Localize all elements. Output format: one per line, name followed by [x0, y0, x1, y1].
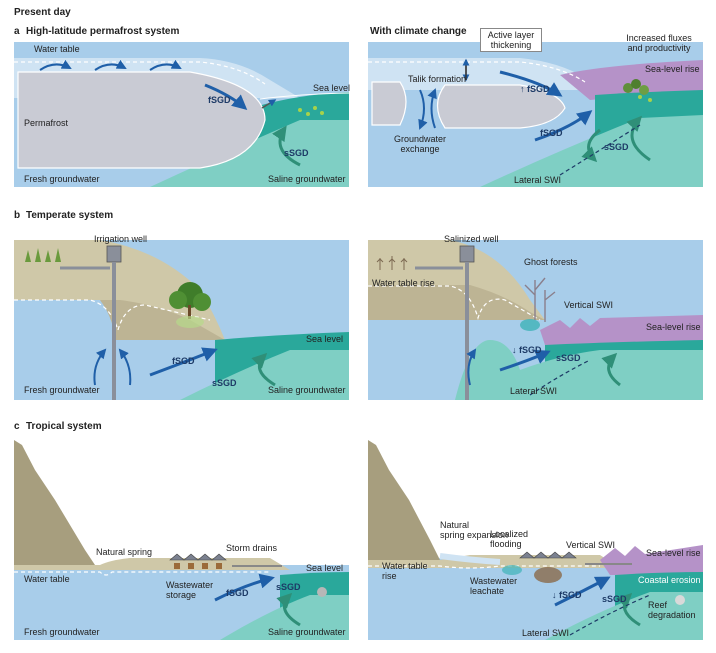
c-left-fsgd: fSGD: [226, 588, 249, 598]
c-right-sea-level-rise: Sea-level rise: [646, 548, 701, 558]
c-left-ssgd: sSGD: [276, 582, 301, 592]
section-a-title: High-latitude permafrost system: [26, 26, 180, 37]
panel-a-left: [14, 42, 350, 187]
a-right-gw-exchange-2: exchange: [400, 144, 440, 154]
c-right-localized-2: flooding: [490, 539, 522, 549]
section-a-label: a: [14, 26, 20, 37]
c-right-localized-flooding: Localized flooding: [490, 529, 528, 549]
c-right-reef-degradation: Reef degradation: [648, 600, 696, 620]
section-b-title: Temperate system: [26, 210, 114, 221]
a-left-water-table: Water table: [34, 44, 80, 54]
c-right-vertical-swi: Vertical SWI: [566, 540, 616, 550]
a-right-sea-level-rise: Sea-level rise: [645, 64, 700, 74]
a-right-ssgd: sSGD: [604, 142, 629, 152]
b-right-water-table-rise: Water table rise: [372, 278, 435, 288]
c-left-storm-drains: Storm drains: [226, 543, 278, 553]
page-title: Present day: [14, 7, 71, 18]
a-right-gw-exchange: Groundwater exchange: [388, 134, 452, 154]
c-right-leachate: Wastewater leachate: [470, 576, 517, 596]
c-right-wt-rise-1: Water table: [382, 561, 428, 571]
c-right-reef-2: degradation: [648, 610, 696, 620]
a-left-ssgd: sSGD: [284, 148, 309, 158]
a-right-gw-exchange-1: Groundwater: [393, 134, 447, 144]
c-left-sea-level: Sea level: [306, 563, 344, 573]
b-right-ssgd: sSGD: [556, 353, 581, 363]
b-right-lateral-swi: Lateral SWI: [510, 386, 558, 396]
c-right-spring-exp-1: Natural: [440, 520, 470, 530]
b-left-saline: Saline groundwater: [268, 385, 346, 395]
c-right-coastal-erosion: Coastal erosion: [638, 575, 701, 585]
a-left-fresh: Fresh groundwater: [24, 174, 100, 184]
b-left-ssgd: sSGD: [212, 378, 237, 388]
b-right-sea-level-rise: Sea-level rise: [646, 322, 701, 332]
c-left-wastewater-1: Wastewater: [166, 580, 214, 590]
c-right-spring-expansion: Natural spring expansion: [440, 520, 508, 540]
section-c-title: Tropical system: [26, 421, 102, 432]
a-right-fsgd-up: ↑ fSGD: [520, 84, 550, 94]
a-right-talik: Talik formation: [408, 74, 467, 84]
b-right-vertical-swi: Vertical SWI: [564, 300, 614, 310]
c-right-lateral-swi: Lateral SWI: [522, 628, 570, 638]
c-right-fsgd-down: ↓ fSGD: [552, 590, 582, 600]
b-left-fresh: Fresh groundwater: [24, 385, 100, 395]
c-right-spring-exp-2: spring expansion: [440, 530, 509, 540]
c-left-wastewater: Wastewater storage: [166, 580, 213, 600]
c-left-fresh: Fresh groundwater: [24, 627, 100, 637]
a-right-fluxes-2: and productivity: [627, 43, 691, 53]
panel-b-right: [368, 240, 703, 400]
panel-c-right: [368, 440, 703, 640]
b-right-fsgd-down: ↓ fSGD: [512, 345, 542, 355]
a-right-active-layer-box: Active layer thickening: [480, 28, 542, 52]
a-left-fsgd: fSGD: [208, 95, 231, 105]
a-right-fluxes-1: Increased fluxes: [626, 33, 692, 43]
c-right-reef-1: Reef: [648, 600, 668, 610]
b-right-salinized-well: Salinized well: [444, 234, 499, 244]
section-c-label: c: [14, 421, 20, 432]
panel-a-right: [368, 42, 703, 187]
panel-b-left: [14, 240, 349, 400]
b-left-irrigation-well: Irrigation well: [94, 234, 148, 244]
c-right-ssgd: sSGD: [602, 594, 627, 604]
a-right-lateral-swi: Lateral SWI: [514, 175, 562, 185]
c-left-wastewater-2: storage: [166, 590, 197, 600]
a-right-fsgd: fSGD: [540, 128, 563, 138]
section-b-label: b: [14, 210, 21, 221]
c-right-leachate-1: Wastewater: [470, 576, 518, 586]
a-right-active-layer-2: thickening: [490, 40, 532, 50]
c-left-water-table: Water table: [24, 574, 70, 584]
c-right-leachate-2: leachate: [470, 586, 505, 596]
a-left-permafrost: Permafrost: [24, 118, 69, 128]
b-right-ghost-forests: Ghost forests: [524, 257, 578, 267]
c-left-natural-spring: Natural spring: [96, 547, 153, 557]
b-left-fsgd: fSGD: [172, 356, 195, 366]
c-right-localized-1: Localized: [490, 529, 529, 539]
a-right-active-layer-1: Active layer: [487, 30, 535, 40]
c-right-water-table-rise: Water table rise: [382, 561, 428, 581]
a-left-saline: Saline groundwater: [268, 174, 346, 184]
section-a-right-title: With climate change: [370, 26, 467, 37]
c-right-wt-rise-2: rise: [382, 571, 397, 581]
a-left-sea-level: Sea level: [313, 83, 351, 93]
c-left-saline: Saline groundwater: [268, 627, 346, 637]
b-left-sea-level: Sea level: [306, 334, 344, 344]
panel-c-left: [14, 440, 349, 640]
a-right-fluxes: Increased fluxes and productivity: [614, 33, 704, 53]
